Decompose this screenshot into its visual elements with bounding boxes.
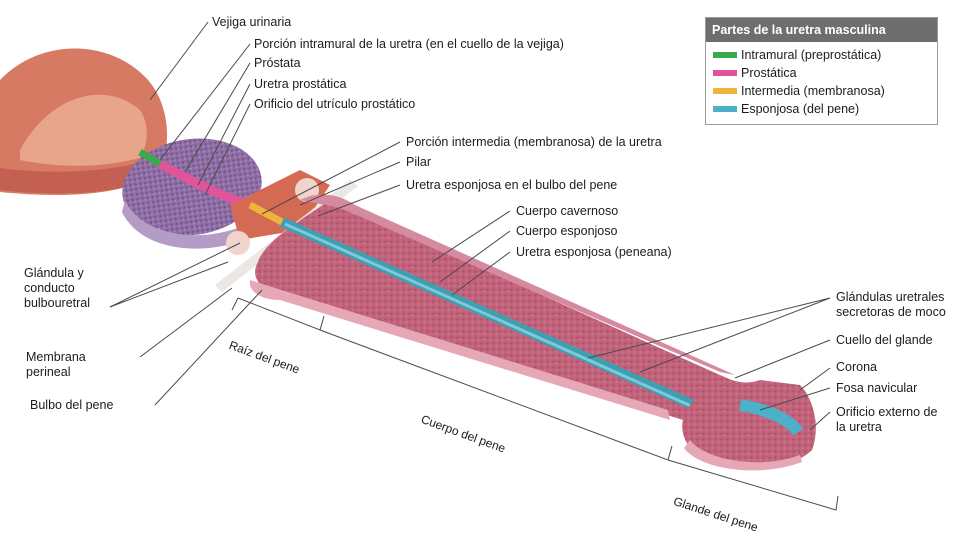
label-cuerpo-cavernoso: Cuerpo cavernoso xyxy=(516,204,618,219)
label-fosa-navicular: Fosa navicular xyxy=(836,381,917,396)
label-orificio-utriculo: Orificio del utrículo prostático xyxy=(254,97,415,112)
legend-box: Partes de la uretra masculina Intramural… xyxy=(705,17,938,125)
label-intermedia: Porción intermedia (membranosa) de la ur… xyxy=(406,135,662,150)
legend-swatch-green xyxy=(713,52,737,58)
legend-swatch-blue xyxy=(713,106,737,112)
label-cuello-glande: Cuello del glande xyxy=(836,333,933,348)
label-glandulas-uretrales: Glándulas uretrales secretoras de moco xyxy=(836,290,964,320)
legend-item-prostatica: Prostática xyxy=(713,65,937,81)
label-cuerpo-esponjoso: Cuerpo esponjoso xyxy=(516,224,617,239)
legend-label: Intermedia (membranosa) xyxy=(741,83,885,99)
legend-swatch-pink xyxy=(713,70,737,76)
legend-item-esponjosa: Esponjosa (del pene) xyxy=(713,101,937,117)
label-vejiga: Vejiga urinaria xyxy=(212,15,291,30)
label-prostata: Próstata xyxy=(254,56,301,71)
label-uretra-prostatica: Uretra prostática xyxy=(254,77,346,92)
label-pilar: Pilar xyxy=(406,155,431,170)
label-membrana-perineal: Membrana perineal xyxy=(26,350,106,380)
legend-title: Partes de la uretra masculina xyxy=(706,18,937,42)
label-bulbo: Bulbo del pene xyxy=(30,398,113,413)
label-uretra-peneana: Uretra esponjosa (peneana) xyxy=(516,245,672,260)
label-intramural: Porción intramural de la uretra (en el c… xyxy=(254,37,564,52)
legend-label: Intramural (preprostática) xyxy=(741,47,881,63)
legend-swatch-yellow xyxy=(713,88,737,94)
label-corona: Corona xyxy=(836,360,877,375)
bulbourethral-gland-lower xyxy=(226,231,250,255)
label-orificio-externo: Orificio externo de la uretra xyxy=(836,405,946,435)
legend-item-intramural: Intramural (preprostática) xyxy=(713,47,937,63)
legend-label: Esponjosa (del pene) xyxy=(741,101,859,117)
legend-item-intermedia: Intermedia (membranosa) xyxy=(713,83,937,99)
label-glandula-bulbouretral: Glándula y conducto bulbouretral xyxy=(24,266,110,311)
legend-label: Prostática xyxy=(741,65,797,81)
label-uretra-bulbo: Uretra esponjosa en el bulbo del pene xyxy=(406,178,617,193)
